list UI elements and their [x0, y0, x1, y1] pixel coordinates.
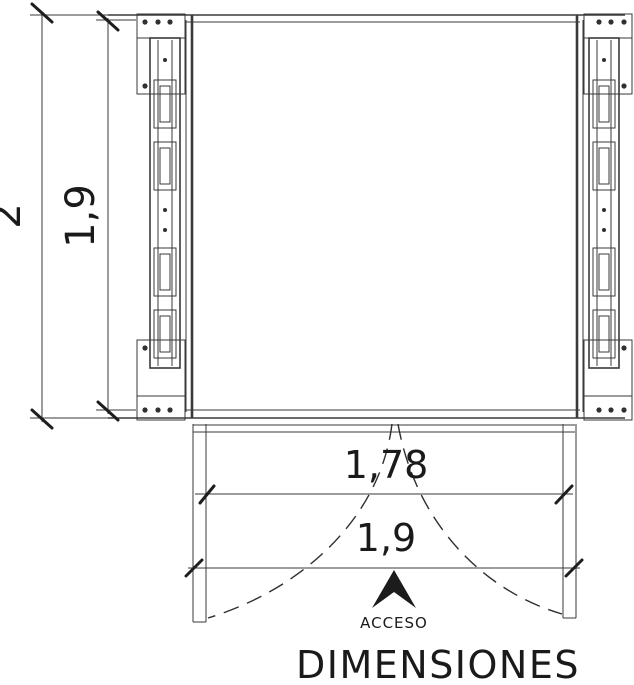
- dimension-door-width: [195, 484, 574, 505]
- access-arrow-icon: [372, 570, 416, 608]
- door-swing-arc-right: [397, 423, 563, 615]
- dimension-label-door-width: 1,78: [344, 443, 429, 487]
- dimension-label-inner-height: 1,9: [58, 184, 104, 248]
- dimension-door-opening: [184, 558, 584, 578]
- dimension-label-outer-height: 2: [0, 203, 30, 228]
- dimension-label-door-opening: 1,9: [356, 516, 416, 560]
- left-guide-rail: [136, 13, 186, 421]
- access-label: ACCESO: [360, 614, 428, 632]
- cabin-frame: [108, 14, 625, 419]
- door-area: [192, 423, 577, 623]
- door-swing-arc-left: [207, 423, 393, 619]
- page-title: DIMENSIONES: [296, 643, 580, 685]
- right-guide-rail: [583, 13, 633, 421]
- dimension-inner-height: [96, 10, 136, 422]
